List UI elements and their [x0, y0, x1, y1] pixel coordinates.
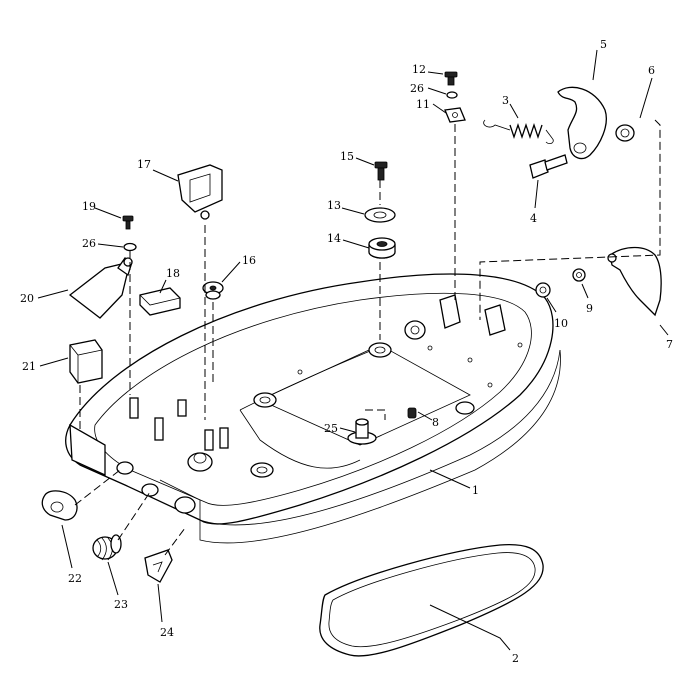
callout-21: 21: [22, 360, 36, 373]
lock-lever: [607, 246, 662, 317]
callout-17: 17: [137, 158, 151, 171]
assembly-lines: [74, 119, 661, 556]
callout-12: 12: [412, 63, 426, 76]
callout-5: 5: [600, 38, 607, 51]
washer-lower: [123, 242, 137, 252]
mount-bracket: [177, 164, 223, 220]
callout-3: 3: [502, 94, 509, 107]
callout-16: 16: [242, 254, 256, 267]
screw-19: [122, 215, 134, 230]
front-grommet: [41, 490, 78, 521]
callout-18: 18: [166, 267, 180, 280]
callout-1: 1: [472, 484, 479, 497]
small-washer: [572, 268, 586, 282]
top-screw: [444, 71, 458, 86]
callout-19: 19: [82, 200, 96, 213]
bolt: [374, 161, 388, 181]
lower-cover-shell: [65, 273, 561, 544]
bushing: [615, 124, 635, 142]
washer-upper: [446, 91, 458, 99]
callout-11: 11: [416, 98, 430, 111]
callout-2: 2: [512, 652, 519, 665]
leader-lines: [37, 49, 669, 651]
small-screw: [407, 407, 417, 419]
pin-bolt: [529, 154, 568, 179]
cover-gasket: [319, 543, 544, 657]
rubber-pad: [139, 287, 181, 316]
rubber-grommet: [368, 237, 396, 259]
callout-6: 6: [648, 64, 655, 77]
callout-20: 20: [20, 292, 34, 305]
latch-hook: [557, 86, 607, 160]
callout-4: 4: [530, 212, 537, 225]
callout-25: 25: [324, 422, 338, 435]
tension-spring: [483, 119, 554, 145]
callout-26a: 26: [410, 82, 424, 95]
small-grommet: [202, 281, 224, 300]
callout-22: 22: [68, 572, 82, 585]
threaded-plug: [92, 534, 122, 561]
callout-7: 7: [666, 338, 673, 351]
callout-labels: 1 2 3 4 5 6 7 8 9 10 11 12 26 13 14 15 1…: [20, 38, 673, 665]
cover-tag: [144, 549, 173, 583]
callout-10: 10: [554, 317, 568, 330]
callout-15: 15: [340, 150, 354, 163]
latch-plate: [68, 257, 133, 319]
clip: [444, 107, 466, 123]
callout-9: 9: [586, 302, 593, 315]
callout-26b: 26: [82, 237, 96, 250]
center-post: [347, 418, 377, 445]
callout-24: 24: [160, 626, 174, 639]
callout-14: 14: [327, 232, 341, 245]
rubber-block: [69, 339, 103, 384]
collar: [535, 282, 551, 298]
callout-23: 23: [114, 598, 128, 611]
callout-8: 8: [432, 416, 439, 429]
flat-washer: [364, 207, 396, 223]
callout-13: 13: [327, 199, 341, 212]
